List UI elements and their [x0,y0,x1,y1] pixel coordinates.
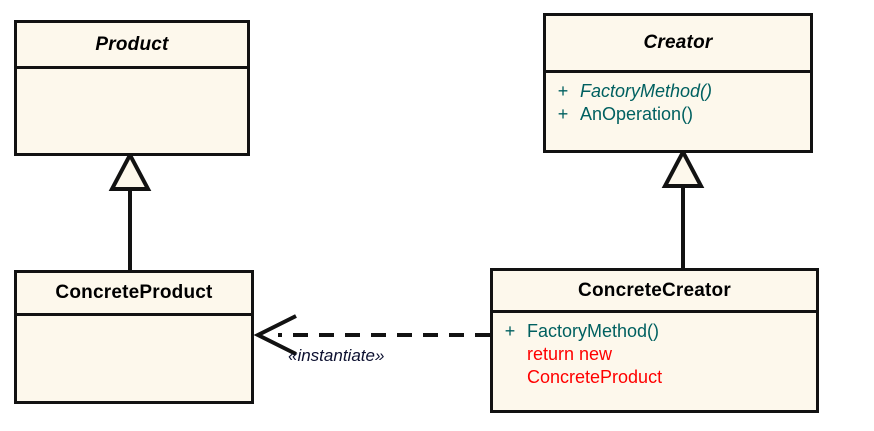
class-box-product[interactable]: Product [14,20,250,156]
class-box-concretecreator[interactable]: ConcreteCreator + FactoryMethod() return… [490,268,819,413]
member-label-anoperation: AnOperation() [580,104,694,124]
class-title-concreteproduct: ConcreteProduct [55,282,213,303]
member-visibility: + [557,104,569,124]
class-box-creator[interactable]: Creator + FactoryMethod() + AnOperation(… [543,13,813,153]
member-label-factorymethod: FactoryMethod() [527,321,660,341]
class-body-product [17,69,247,153]
class-members-concreteproduct-empty [17,323,251,401]
member-note-return-new: return new [527,344,613,364]
class-body-concretecreator: + FactoryMethod() return new ConcretePro… [493,313,816,410]
generalization-arrowhead-creator [661,147,705,188]
class-title-product: Product [95,33,169,55]
class-title-creator: Creator [643,32,713,53]
class-divider-concretecreator [493,310,816,313]
generalization-arrowhead-product [108,150,152,191]
class-divider-product [17,66,247,69]
class-body-creator: + FactoryMethod() + AnOperation() [546,73,810,150]
class-members-product-empty [17,76,247,153]
member-row: + AnOperation() [546,103,810,126]
member-visibility: + [557,81,569,101]
member-note-concreteproduct: ConcreteProduct [527,367,663,387]
class-title-concretecreator: ConcreteCreator [578,279,731,301]
member-visibility: + [504,321,516,341]
class-body-concreteproduct [17,316,251,401]
class-divider-creator [546,70,810,73]
member-row: + FactoryMethod() [493,320,816,343]
generalization-concretecreator-to-creator [661,147,705,268]
member-row: + FactoryMethod() [546,80,810,103]
class-box-concreteproduct[interactable]: ConcreteProduct [14,270,254,404]
generalization-concreteproduct-to-product [108,150,152,270]
dependency-label-instantiate: «instantiate» [288,346,385,365]
class-divider-concreteproduct [17,313,251,316]
member-label-factorymethod: FactoryMethod() [580,81,713,101]
